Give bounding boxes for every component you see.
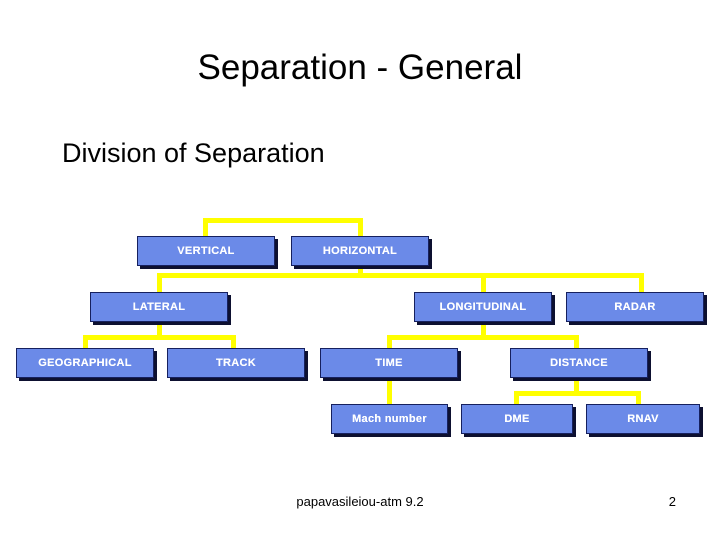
connector-horizontal-drop <box>358 264 363 278</box>
footer-text: papavasileiou-atm 9.2 <box>296 494 424 509</box>
connector-time-drop <box>387 335 392 350</box>
connector-horizontal-stub <box>358 218 363 238</box>
connector-vertical-stub <box>203 218 208 238</box>
connector-longitudinal-drop2 <box>481 320 486 338</box>
connector-track-drop <box>231 335 236 350</box>
connector-lateral-drop2 <box>157 320 162 338</box>
node-radar[interactable]: RADAR <box>566 292 704 322</box>
node-mach-number[interactable]: Mach number <box>331 404 448 434</box>
connector-dme-drop <box>514 391 519 406</box>
node-track[interactable]: TRACK <box>167 348 305 378</box>
connector-distance-drop2 <box>574 376 579 393</box>
connector-row3-bus <box>157 273 644 278</box>
connector-longitudinal-drop <box>481 273 486 294</box>
node-lateral[interactable]: LATERAL <box>90 292 228 322</box>
connector-lateral-drop <box>157 273 162 294</box>
connector-row4-left-bus <box>83 335 236 340</box>
connector-vertical-horizontal-bar <box>203 218 363 223</box>
node-distance[interactable]: DISTANCE <box>510 348 648 378</box>
node-rnav[interactable]: RNAV <box>586 404 700 434</box>
connector-row4-right-bus <box>387 335 579 340</box>
connector-radar-drop <box>639 273 644 294</box>
node-dme[interactable]: DME <box>461 404 573 434</box>
connector-geographical-drop <box>83 335 88 350</box>
node-time[interactable]: TIME <box>320 348 458 378</box>
connector-row5-bus <box>514 391 641 396</box>
connector-distance-drop <box>574 335 579 350</box>
node-geographical[interactable]: GEOGRAPHICAL <box>16 348 154 378</box>
page-number: 2 <box>668 494 676 509</box>
node-longitudinal[interactable]: LONGITUDINAL <box>414 292 552 322</box>
slide-subtitle: Division of Separation <box>62 138 325 168</box>
node-vertical[interactable]: VERTICAL <box>137 236 275 266</box>
connector-time-mach-drop <box>387 376 392 406</box>
node-horizontal[interactable]: HORIZONTAL <box>291 236 429 266</box>
connector-rnav-drop <box>636 391 641 406</box>
page-title: Separation - General <box>197 48 523 87</box>
